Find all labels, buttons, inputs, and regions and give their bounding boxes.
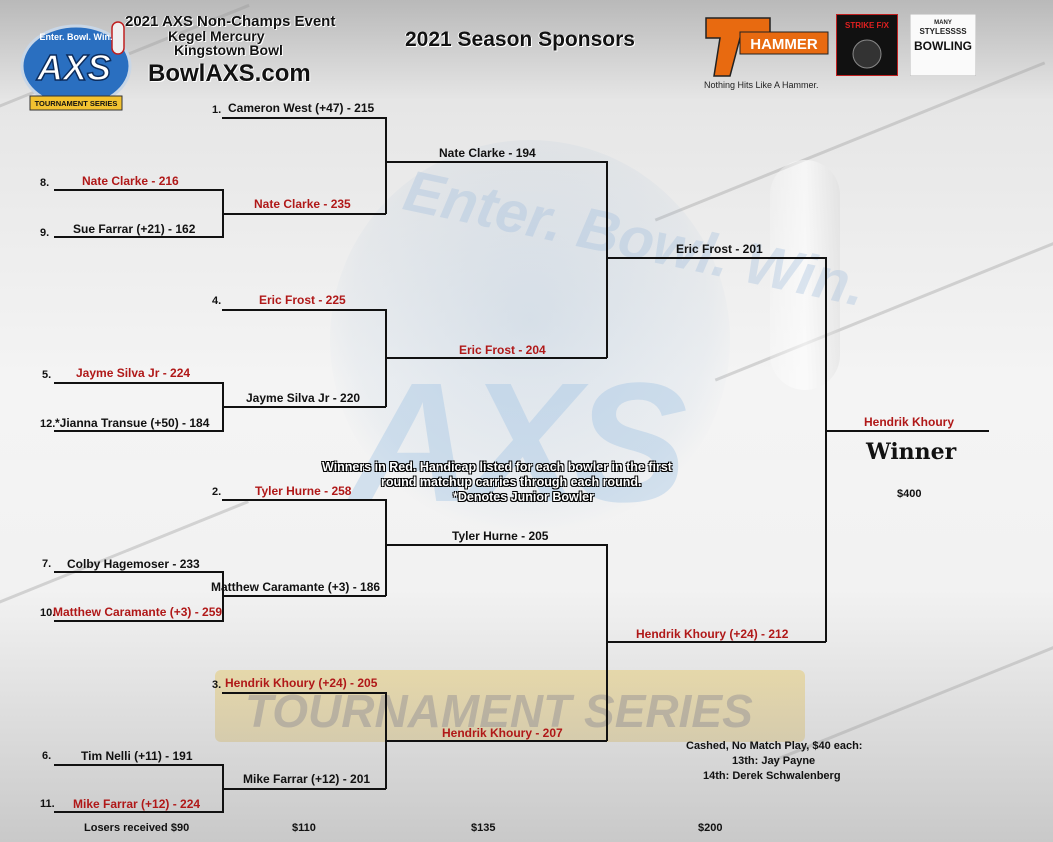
seed-number: 7. [42, 558, 52, 570]
bracket-line [54, 811, 224, 813]
seed-number: 11. [40, 798, 55, 810]
bracket-entry-winner: Jayme Silva Jr - 224 [76, 366, 191, 380]
legend-note: Winners in Red. Handicap listed for each… [322, 460, 672, 474]
bracket-entry: Matthew Caramante (+3) - 186 [211, 580, 381, 594]
bracket-entry-winner: Eric Frost - 204 [459, 343, 546, 357]
bg-bowling-pin [770, 160, 840, 390]
bracket-line [222, 309, 386, 311]
bracket-entry: Tim Nelli (+11) - 191 [81, 749, 193, 763]
bracket-line [385, 499, 387, 596]
seed-number: 10. [40, 607, 56, 619]
champion-name: Hendrik Khoury [864, 415, 955, 429]
bracket-line [54, 430, 224, 432]
bracket-entry-winner: Hendrik Khoury (+24) - 205 [225, 676, 378, 690]
bracket-line [606, 544, 608, 741]
bracket-line [54, 571, 224, 573]
hammer-name: HAMMER [750, 36, 818, 53]
many-styles-middle: STYLESSSS [919, 27, 967, 36]
bracket-entry: *Jianna Transue (+50) - 184 [55, 416, 210, 430]
bracket-line [385, 117, 387, 214]
bracket-entry-winner: Matthew Caramante (+3) - 259 [53, 605, 223, 619]
seed-number: 6. [42, 750, 52, 762]
bracket-line [385, 357, 607, 359]
cashed-title: Cashed, No Match Play, $40 each: [686, 740, 863, 752]
bracket-entry: Nate Clarke - 194 [439, 146, 536, 160]
strike-fx-name: STRIKE F/X [845, 21, 890, 30]
seed-number: 1. [212, 104, 222, 116]
logo-mark: AXS [36, 47, 111, 88]
event-title: 2021 AXS Non-Champs Event [125, 13, 336, 30]
hammer-tagline: Nothing Hits Like A Hammer. [704, 80, 819, 90]
logo-tagline: Enter. Bowl. Win. [40, 32, 113, 42]
strike-fx-sponsor-logo: STRIKE F/X [836, 14, 898, 76]
bracket-entry-winner: Nate Clarke - 216 [82, 174, 179, 188]
bracket-entry: Tyler Hurne - 205 [452, 529, 549, 543]
bracket-line [54, 189, 224, 191]
bracket-entry: Eric Frost - 201 [676, 242, 763, 256]
seed-number: 4. [212, 295, 222, 307]
bracket-line [222, 692, 386, 694]
event-oil-pattern: Kegel Mercury [168, 28, 265, 44]
bracket-line [222, 406, 386, 408]
bracket-line [385, 161, 607, 163]
bracket-line [606, 641, 826, 643]
many-styles-top: MANY [934, 20, 952, 26]
winner-title: Winner [866, 439, 957, 465]
hammer-sponsor-logo: HAMMER Nothing Hits Like A Hammer. [704, 17, 829, 90]
bg-band-text: TOURNAMENT SERIES [245, 685, 753, 737]
champion-prize: $400 [897, 488, 922, 500]
axs-logo: Enter. Bowl. Win. AXS TOURNAMENT SERIES [20, 21, 132, 111]
bracket-line [222, 499, 386, 501]
bracket-entry: Sue Farrar (+21) - 162 [73, 222, 196, 236]
bracket-line [222, 213, 386, 215]
bracket-entry-winner: Mike Farrar (+12) - 224 [73, 797, 201, 811]
bracket-line [825, 257, 827, 642]
cashed-entry: 14th: Derek Schwalenberg [703, 770, 841, 782]
bracket-line [222, 117, 386, 119]
bracket-entry-winner: Hendrik Khoury (+24) - 212 [636, 627, 789, 641]
payout-round1: Losers received $90 [84, 822, 190, 834]
cashed-entry: 13th: Jay Payne [732, 755, 816, 767]
bg-logo-circle [330, 140, 730, 540]
payout-round3: $135 [471, 822, 496, 834]
bracket-line [606, 257, 826, 259]
many-styles-name: BOWLING [914, 39, 972, 53]
bracket-line [54, 620, 224, 622]
bracket-entry: Mike Farrar (+12) - 201 [243, 772, 371, 786]
bracket-line [54, 764, 224, 766]
logo-series: TOURNAMENT SERIES [35, 99, 118, 108]
seed-number: 5. [42, 369, 52, 381]
seed-number: 12. [40, 418, 56, 430]
seed-number: 2. [212, 486, 222, 498]
bracket-entry-winner: Hendrik Khoury - 207 [442, 726, 563, 740]
seed-number: 8. [40, 177, 50, 189]
bracket-entry-winner: Tyler Hurne - 258 [255, 484, 352, 498]
bracket-line [54, 382, 224, 384]
bracket-line [825, 430, 989, 432]
legend-note: round matchup carries through each round… [381, 475, 642, 489]
bracket-line [222, 788, 386, 790]
payout-round2: $110 [292, 822, 316, 834]
bracket-line [606, 161, 608, 358]
event-venue: Kingstown Bowl [174, 42, 283, 58]
bracket-entry: Colby Hagemoser - 233 [67, 557, 200, 571]
legend-note: *Denotes Junior Bowler [453, 490, 594, 504]
many-styles-sponsor-logo: MANY STYLESSSS BOWLING [910, 14, 976, 76]
bracket-line [385, 740, 607, 742]
seed-number: 9. [40, 227, 50, 239]
bracket-line [222, 595, 386, 597]
seed-number: 3. [212, 679, 222, 691]
sponsors-title: 2021 Season Sponsors [405, 28, 635, 51]
bracket-entry-winner: Eric Frost - 225 [259, 293, 346, 307]
bg-watermark: AXS [350, 348, 688, 538]
website-link[interactable]: BowlAXS.com [148, 60, 311, 87]
payout-round4: $200 [698, 822, 723, 834]
bracket-entry: Jayme Silva Jr - 220 [246, 391, 361, 405]
bracket-entry-winner: Nate Clarke - 235 [254, 197, 351, 211]
bg-tournament-band [215, 670, 805, 742]
bracket-line [54, 236, 224, 238]
bracket-line [385, 544, 607, 546]
bracket-entry: Cameron West (+47) - 215 [228, 101, 375, 115]
